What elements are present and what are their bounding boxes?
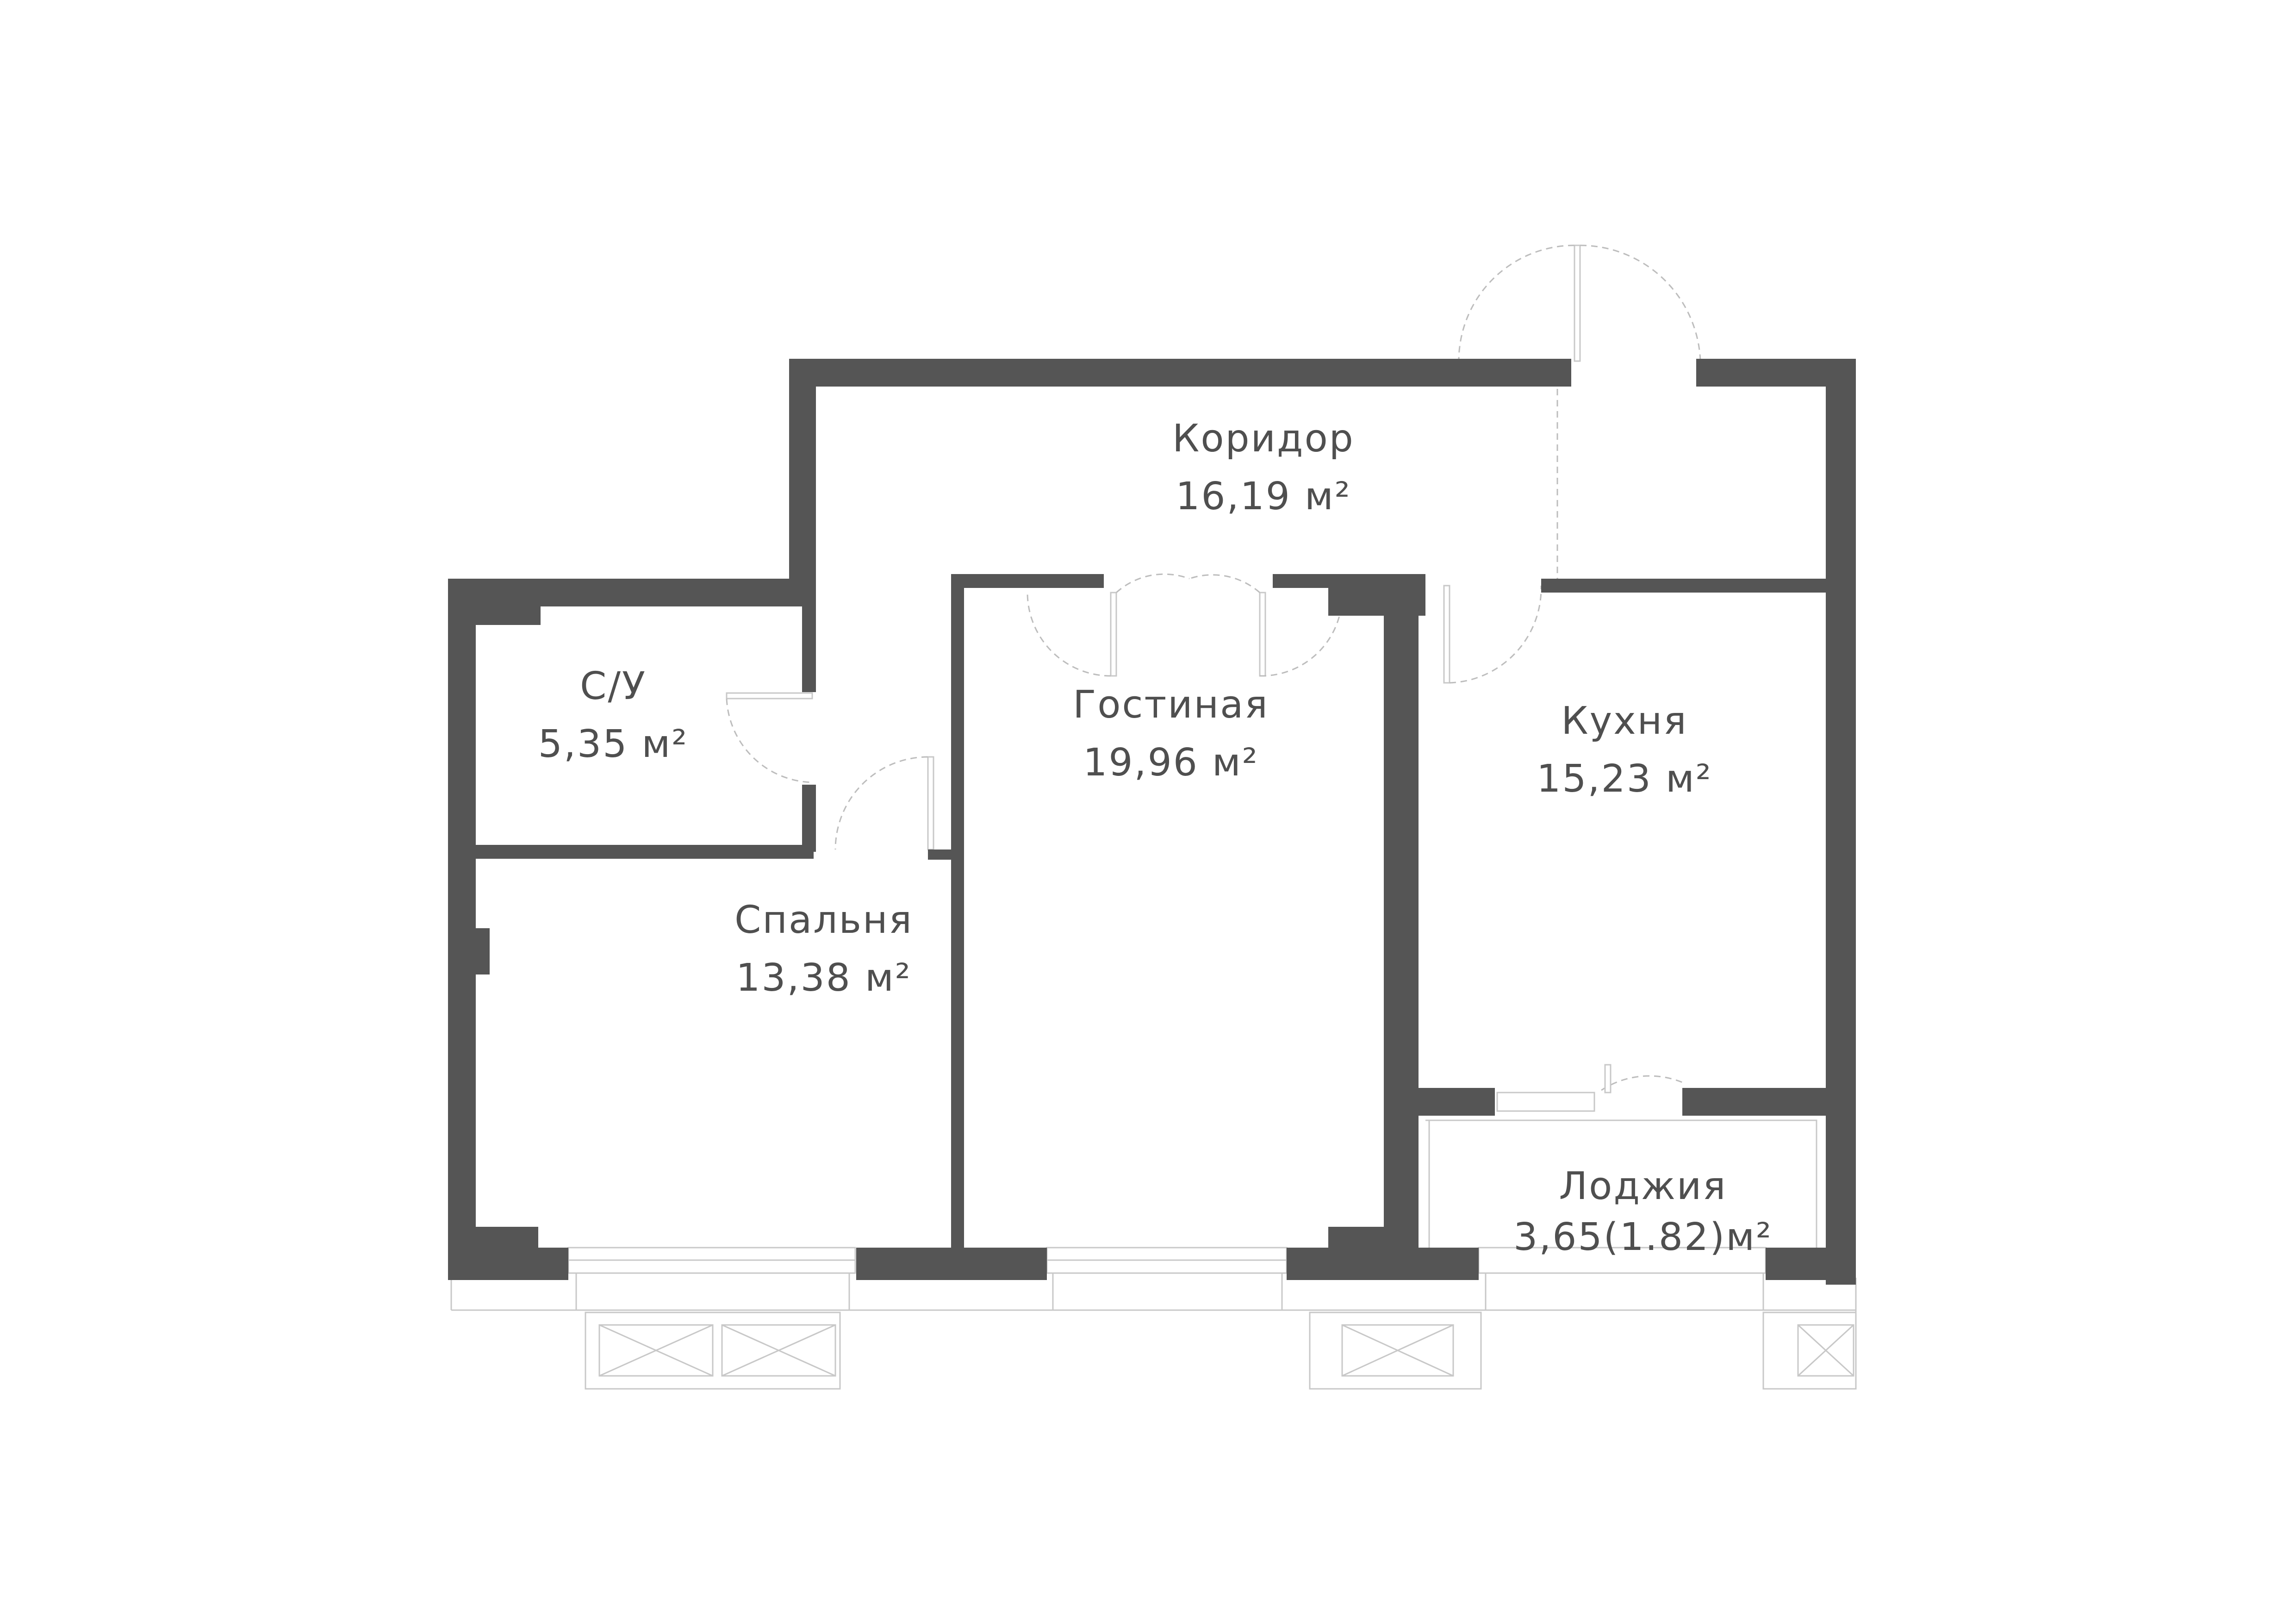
- bathroom-area: 5,35 м²: [538, 722, 688, 766]
- kitchen-door: [1443, 585, 1542, 684]
- thin-lines: [450, 389, 1857, 1390]
- corridor-area: 16,19 м²: [1176, 475, 1351, 518]
- corridor-name: Коридор: [1172, 417, 1355, 461]
- living-room-door: [1027, 573, 1343, 677]
- wall-kitchen-top: [1541, 579, 1826, 593]
- loggia-name: Лоджия: [1559, 1164, 1727, 1208]
- wall-kitchen-loggia-right: [1682, 1088, 1826, 1116]
- wall-bottom-middle: [856, 1248, 1047, 1280]
- bedroom-window: [567, 1247, 856, 1390]
- room-labels: Коридор 16,19 м² С/У 5,35 м² Гостиная 19…: [538, 417, 1773, 1259]
- bedroom-door: [834, 756, 934, 850]
- wall-top-left: [789, 359, 1571, 387]
- living-room-window: [1046, 1247, 1288, 1311]
- doors: [726, 244, 1701, 1093]
- bathroom-name: С/У: [580, 664, 647, 708]
- loggia-door: [1601, 1064, 1685, 1093]
- bedroom-area: 13,38 м²: [736, 956, 912, 1000]
- wall-right: [1826, 359, 1856, 1285]
- kitchen-area: 15,23 м²: [1537, 757, 1712, 801]
- entrance-door: [1458, 244, 1701, 362]
- wall-kitchen-loggia-left: [1419, 1088, 1495, 1116]
- bathroom-door: [726, 692, 813, 783]
- walls: [448, 359, 1856, 1285]
- loggia-area: 3,65(1.82)м²: [1513, 1215, 1773, 1259]
- wall-corridor-left: [789, 359, 816, 600]
- loggia-window: [1496, 1092, 1595, 1112]
- kitchen-balcony: [1762, 1312, 1857, 1390]
- living-room-area: 19,96 м²: [1083, 741, 1259, 785]
- wall-living-kitchen: [1384, 574, 1419, 1280]
- bedroom-name: Спальня: [734, 898, 913, 942]
- wall-left: [448, 579, 476, 1280]
- wall-bathroom-bedroom: [476, 845, 814, 859]
- kitchen-name: Кухня: [1561, 699, 1687, 743]
- wall-bedroom-living: [951, 574, 964, 1255]
- living-room-balcony: [1309, 1312, 1482, 1390]
- living-room-name: Гостиная: [1073, 683, 1269, 727]
